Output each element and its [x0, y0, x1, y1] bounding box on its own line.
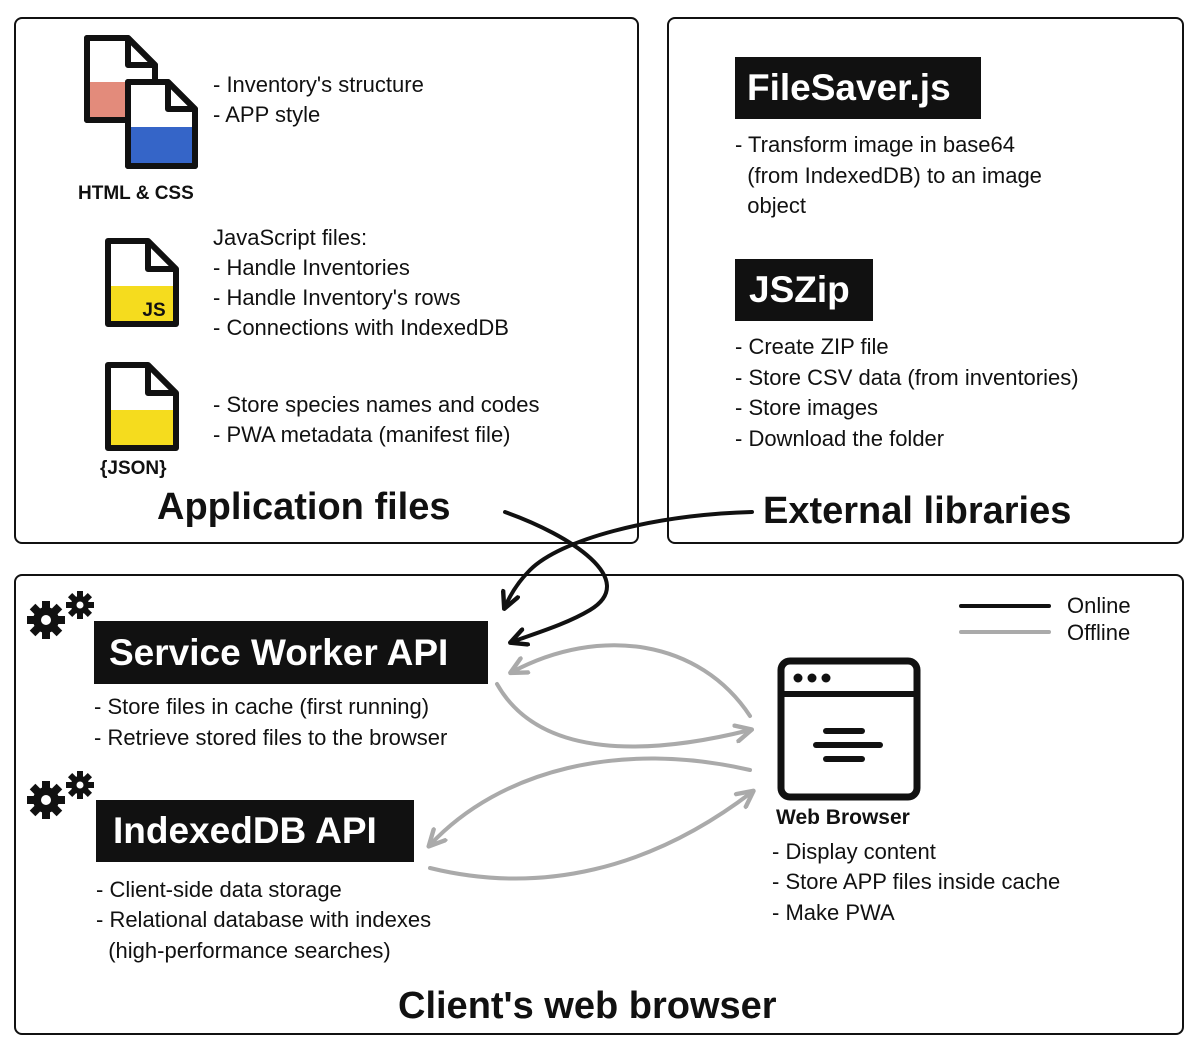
jszip-line-3: - Store images: [735, 395, 879, 420]
js-line-1: JavaScript files:: [213, 225, 368, 250]
filesaver-line-2: (from IndexedDB) to an image: [735, 163, 1042, 188]
jszip-line-2: - Store CSV data (from inventories): [735, 365, 1079, 390]
client-browser-title: Client's web browser: [398, 985, 777, 1027]
application-files-title: Application files: [157, 486, 451, 528]
service-worker-line-1: - Store files in cache (first running): [94, 694, 430, 719]
json-caption: {JSON}: [100, 458, 167, 479]
external-libraries-panel: [667, 17, 1184, 544]
gears-icon: [27, 771, 94, 819]
offline-arrow-browser-to-indexeddb: [430, 756, 752, 845]
legend-offline-label: Offline: [1067, 620, 1131, 645]
web-browser-caption: Web Browser: [776, 806, 910, 829]
legend-lines: [959, 604, 1051, 634]
js-line-3: - Handle Inventory's rows: [213, 285, 461, 310]
indexeddb-label: IndexedDB API: [96, 800, 414, 862]
jszip-line-1: - Create ZIP file: [735, 334, 889, 359]
web-browser-line-2: - Store APP files inside cache: [772, 869, 1061, 894]
js-file-icon: JS: [105, 238, 179, 327]
legend-online-label: Online: [1067, 593, 1131, 618]
service-worker-label: Service Worker API: [94, 621, 488, 684]
online-arrow-app-files-to-service-worker: [503, 510, 609, 642]
json-line-2: - PWA metadata (manifest file): [213, 422, 511, 447]
indexeddb-line-2: - Relational database with indexes: [96, 907, 432, 932]
offline-arrow-browser-to-service-worker: [512, 643, 752, 718]
filesaver-label: FileSaver.js: [735, 57, 981, 119]
application-files-panel: [14, 17, 639, 544]
service-worker-line-2: - Retrieve stored files to the browser: [94, 725, 448, 750]
js-badge: JS: [142, 300, 165, 321]
offline-arrow-indexeddb-to-browser: [428, 792, 752, 881]
web-browser-icon: [777, 657, 921, 801]
indexeddb-line-1: - Client-side data storage: [96, 877, 342, 902]
offline-arrow-service-worker-to-browser: [495, 682, 750, 749]
jszip-line-4: - Download the folder: [735, 426, 945, 451]
indexeddb-line-3: (high-performance searches): [96, 938, 391, 963]
js-line-2: - Handle Inventories: [213, 255, 410, 280]
filesaver-line-3: object: [735, 193, 806, 218]
web-browser-line-1: - Display content: [772, 839, 936, 864]
html-css-line-2: - APP style: [213, 102, 321, 127]
jszip-label: JSZip: [735, 259, 873, 321]
html-css-file-icon: [84, 35, 198, 169]
html-css-line-1: - Inventory's structure: [213, 72, 424, 97]
gears-icon: [27, 591, 94, 639]
json-file-icon: [105, 362, 179, 451]
json-line-1: - Store species names and codes: [213, 392, 540, 417]
external-libraries-title: External libraries: [763, 490, 1072, 532]
web-browser-line-3: - Make PWA: [772, 900, 895, 925]
online-arrow-external-libs-to-service-worker: [505, 510, 754, 607]
js-line-4: - Connections with IndexedDB: [213, 315, 509, 340]
filesaver-line-1: - Transform image in base64: [735, 132, 1016, 157]
html-css-caption: HTML & CSS: [78, 183, 194, 204]
client-browser-panel: [14, 574, 1184, 1035]
